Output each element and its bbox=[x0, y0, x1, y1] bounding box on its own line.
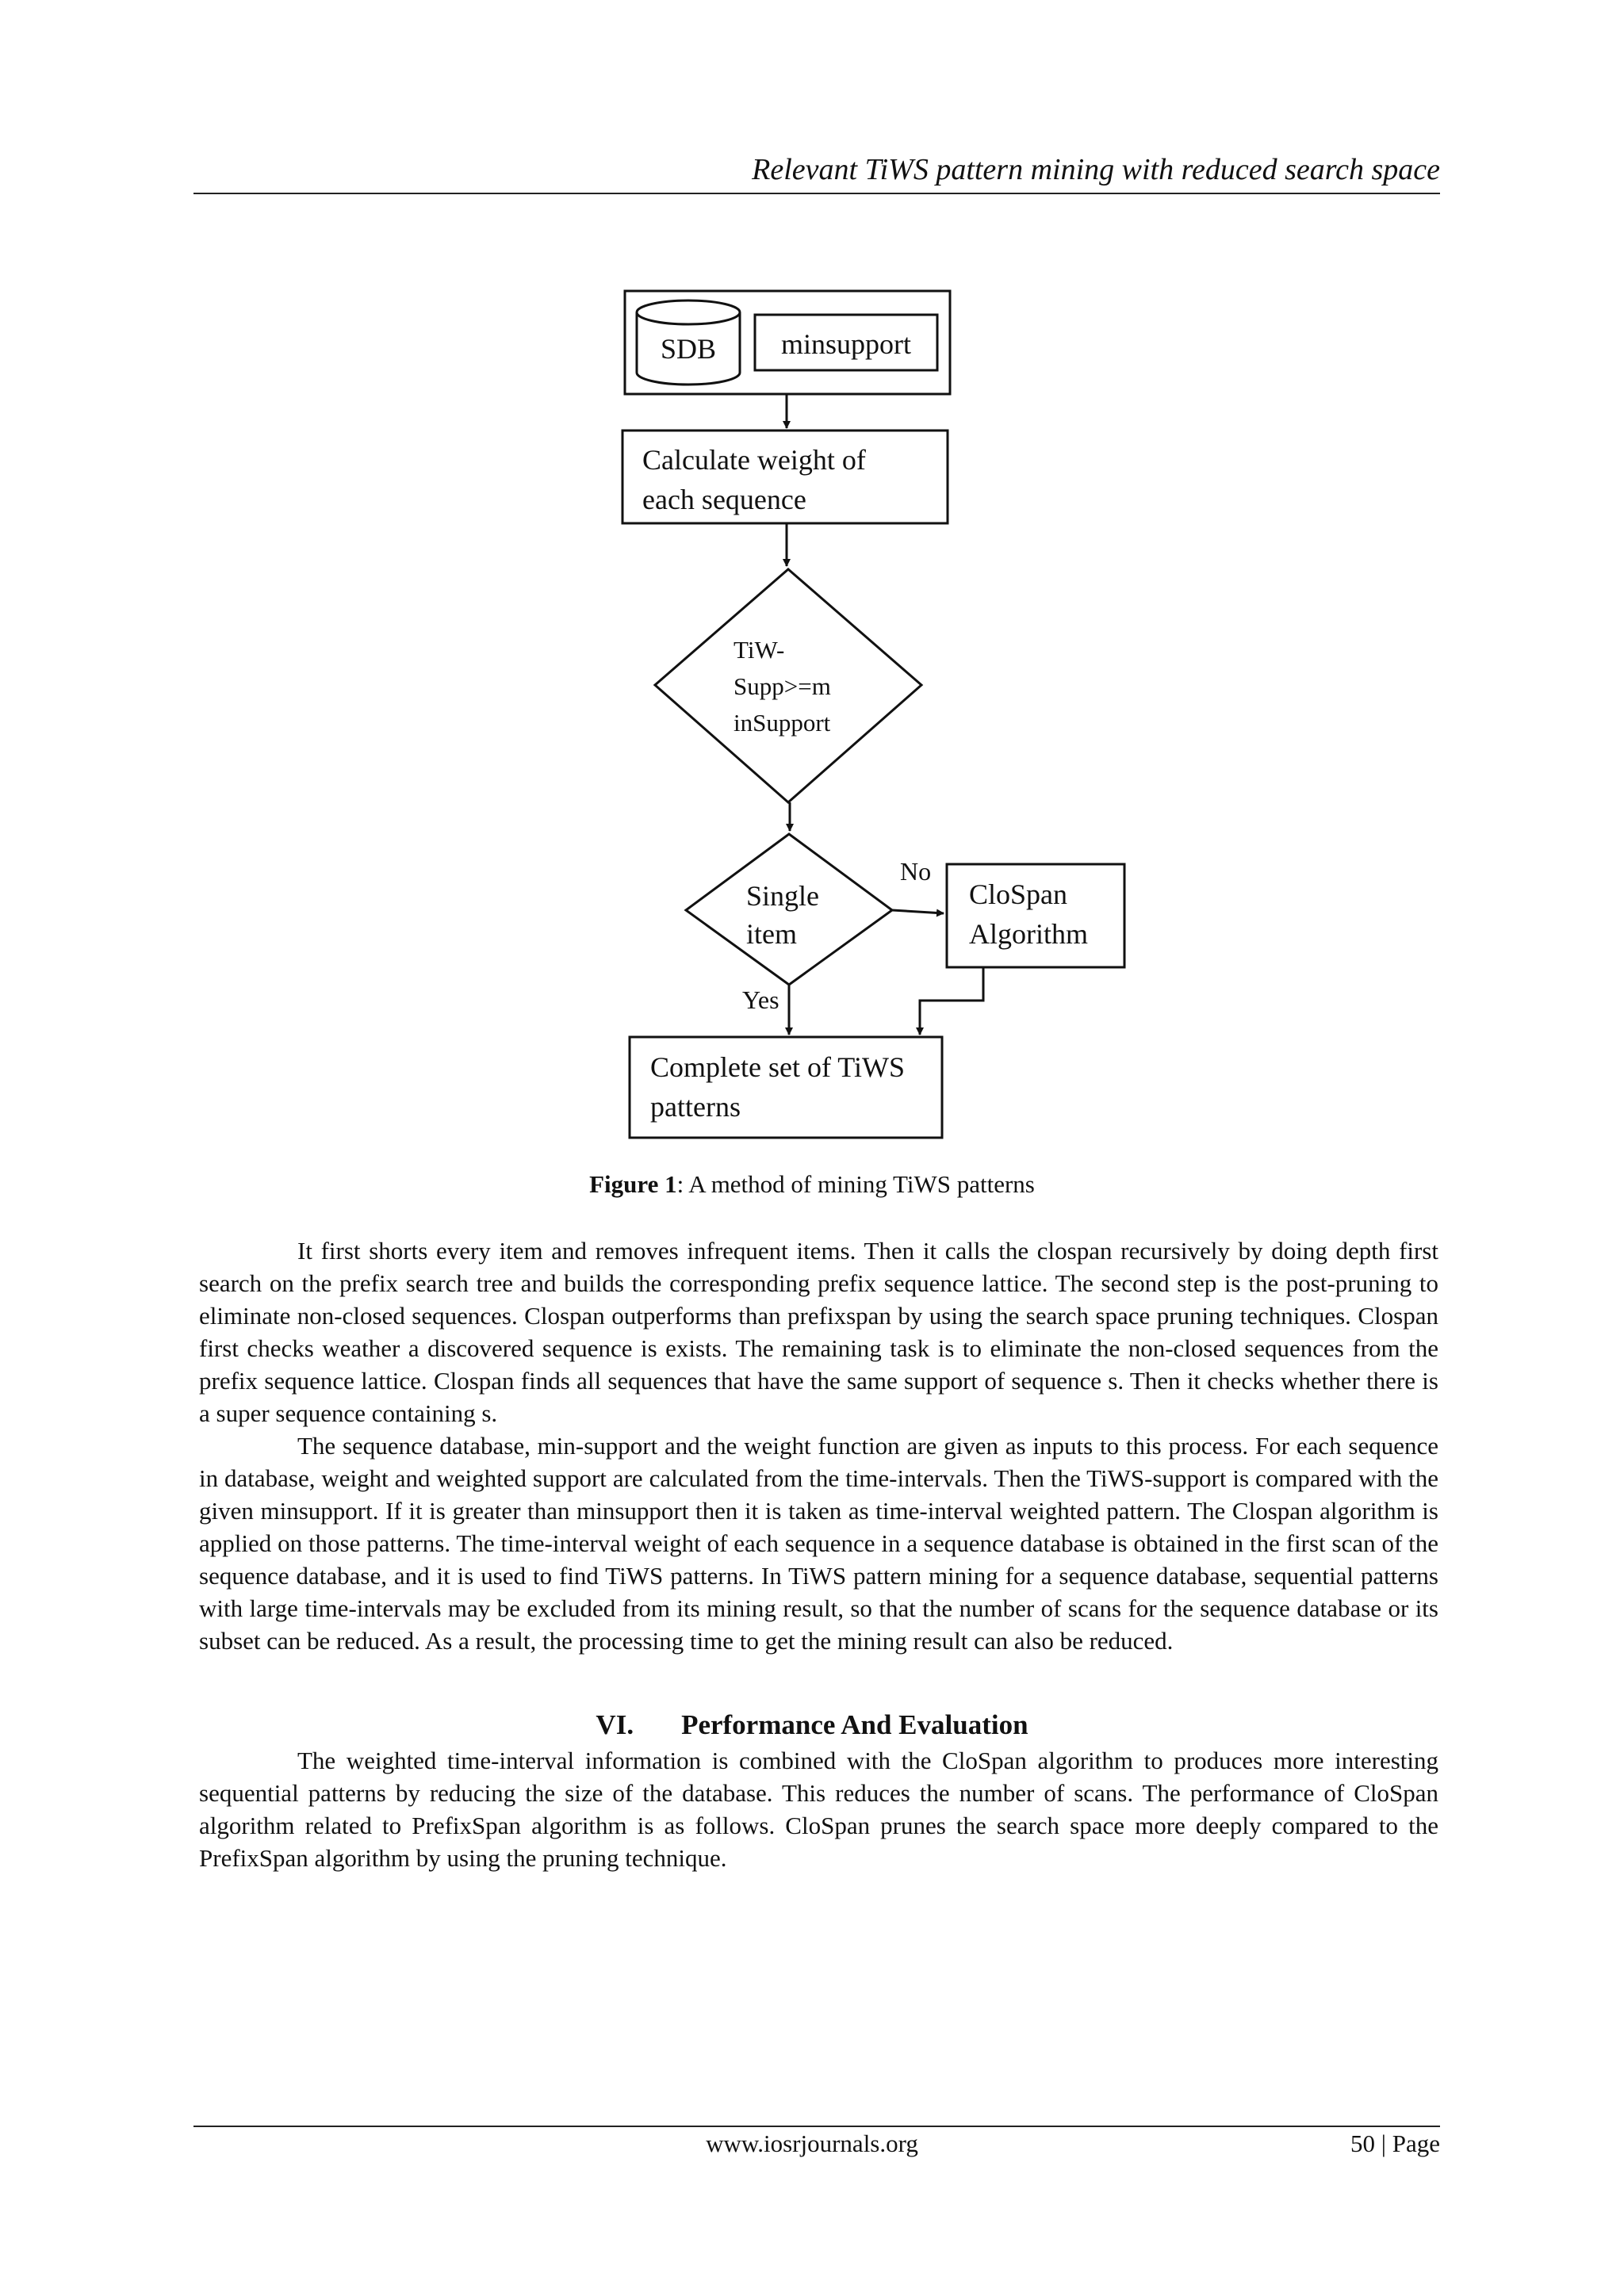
figure-caption-text: : A method of mining TiWS patterns bbox=[676, 1170, 1035, 1198]
clospan-box bbox=[945, 863, 1126, 969]
footer-page-number: 50 | Page bbox=[1350, 2130, 1440, 2157]
section-number: VI. bbox=[596, 1709, 634, 1740]
paragraph-2-text: The sequence database, min-support and t… bbox=[199, 1432, 1438, 1655]
calculate-weight-box bbox=[621, 429, 949, 525]
no-label: No bbox=[900, 857, 931, 886]
flowchart-figure: SDB minsupport Calculate weight of each … bbox=[621, 289, 1126, 1139]
header-rule bbox=[193, 193, 1440, 194]
body-paragraph-2: The sequence database, min-support and t… bbox=[199, 1429, 1438, 1657]
body-paragraph-1: It first shorts every item and removes i… bbox=[199, 1234, 1438, 1429]
tiw-support-line3: inSupport bbox=[733, 709, 831, 737]
paragraph-1-text: It first shorts every item and removes i… bbox=[199, 1237, 1438, 1427]
minsupport-label: minsupport bbox=[781, 328, 911, 360]
sdb-database-icon bbox=[635, 299, 741, 386]
tiw-support-line2: Supp>=m bbox=[733, 672, 831, 700]
complete-set-line1: Complete set of TiWS bbox=[650, 1051, 905, 1083]
body-paragraph-3: The weighted time-interval information i… bbox=[199, 1744, 1438, 1874]
footer-url: www.iosrjournals.org bbox=[706, 2130, 918, 2157]
clospan-line1: CloSpan bbox=[969, 878, 1067, 910]
paragraph-3-text: The weighted time-interval information i… bbox=[199, 1747, 1438, 1872]
minsupport-box bbox=[753, 313, 939, 372]
complete-set-line2: patterns bbox=[650, 1091, 741, 1123]
calculate-weight-line1: Calculate weight of bbox=[642, 444, 866, 476]
section-title-text: Performance And Evaluation bbox=[681, 1709, 1028, 1740]
arrow-no-to-clospan bbox=[891, 909, 944, 917]
clospan-line2: Algorithm bbox=[969, 918, 1088, 950]
tiw-support-line1: TiW- bbox=[733, 636, 784, 664]
running-title: Relevant TiWS pattern mining with reduce… bbox=[752, 153, 1440, 186]
arrow-clospan-to-complete bbox=[916, 967, 985, 1035]
calculate-weight-line2: each sequence bbox=[642, 484, 806, 515]
footer-rule bbox=[193, 2126, 1440, 2127]
single-item-line1: Single bbox=[746, 880, 819, 912]
section-heading: VI. Performance And Evaluation bbox=[0, 1709, 1624, 1741]
yes-label: Yes bbox=[742, 985, 779, 1014]
tiw-support-decision bbox=[653, 568, 924, 804]
figure-caption-label: Figure 1 bbox=[589, 1170, 677, 1198]
sdb-label: SDB bbox=[661, 333, 716, 365]
single-item-line2: item bbox=[746, 918, 797, 950]
complete-set-box bbox=[628, 1035, 944, 1139]
figure-caption: Figure 1: A method of mining TiWS patter… bbox=[0, 1170, 1624, 1199]
